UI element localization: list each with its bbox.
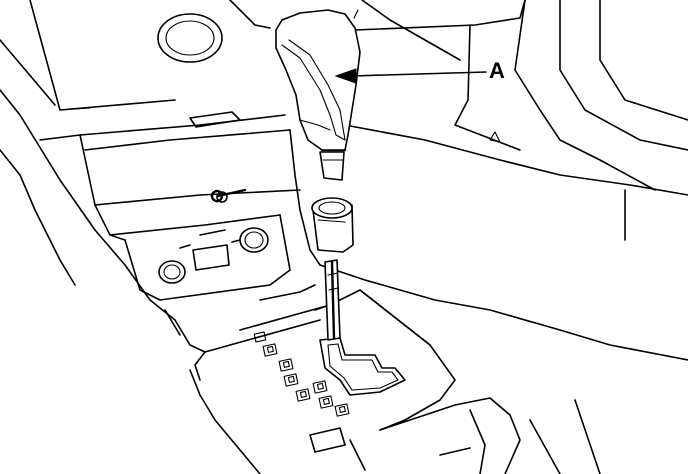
round-air-vent bbox=[158, 14, 222, 62]
shift-knob bbox=[276, 10, 360, 180]
shift-lever-shaft bbox=[325, 260, 340, 340]
shift-boot-collar bbox=[312, 198, 353, 252]
console-body bbox=[165, 130, 688, 474]
callout-arrow bbox=[336, 69, 486, 83]
dashboard-outline bbox=[0, 0, 688, 240]
gear-position-indicator bbox=[254, 332, 349, 416]
callout-label-a: A bbox=[489, 58, 505, 83]
center-stack bbox=[0, 90, 300, 320]
